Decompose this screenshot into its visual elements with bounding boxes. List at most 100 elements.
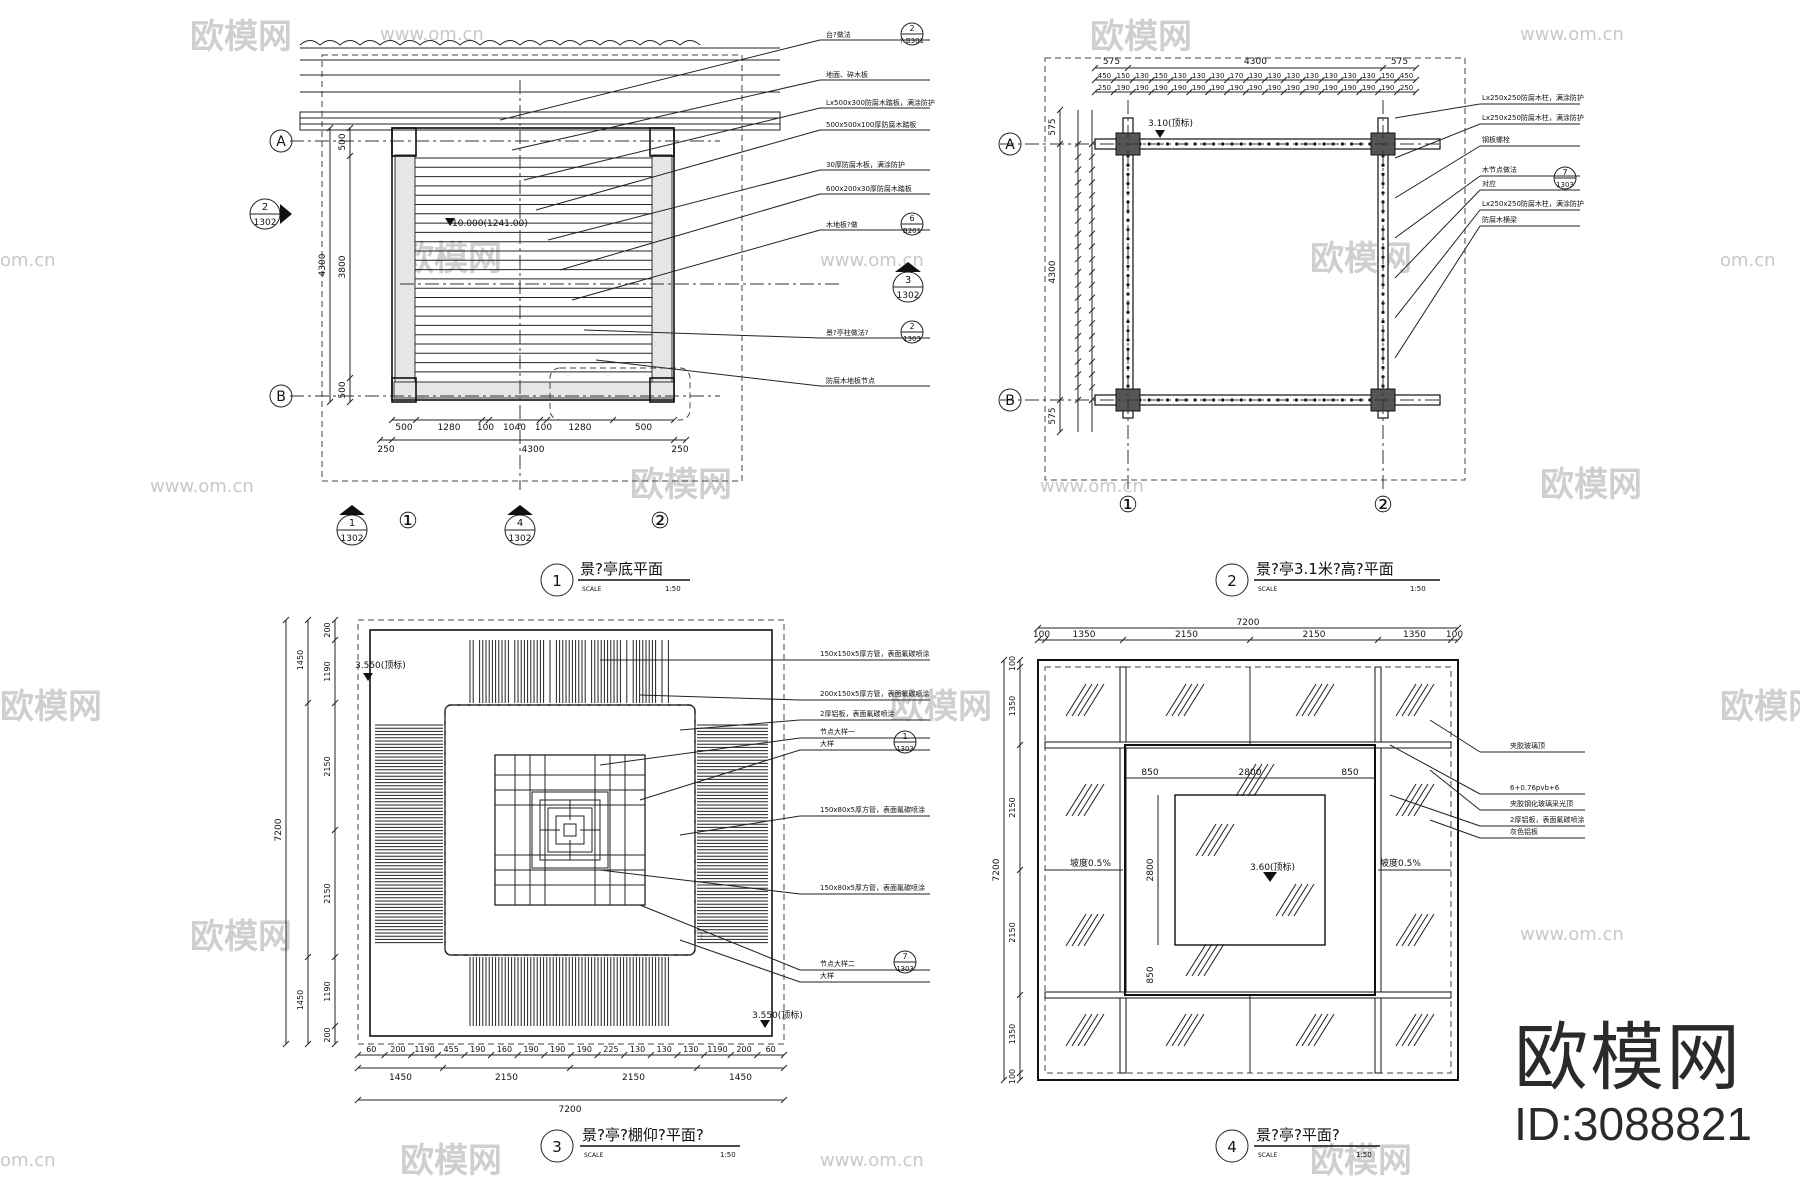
dim-tick <box>485 416 493 424</box>
view1-axis-1: ① <box>398 509 418 534</box>
view1-callout-left: 2 1302 <box>249 198 292 230</box>
glass-hatch <box>1401 783 1423 817</box>
view1-callout-bottom1: 1 1302 <box>336 505 368 546</box>
dim-value: 150 <box>1381 72 1394 80</box>
dim-tick <box>1074 179 1082 186</box>
dim-value: 130 <box>1211 72 1224 80</box>
dim-value: 190 <box>577 1045 592 1054</box>
dim-value: 2150 <box>495 1073 518 1083</box>
dim-tick <box>1412 88 1420 96</box>
view4-title: 景?亭?平面? <box>1256 1126 1340 1144</box>
glass-hatch <box>1295 683 1317 717</box>
glass-hatch <box>1401 913 1423 947</box>
dim-tick <box>1167 76 1174 84</box>
dim-tick <box>331 636 339 644</box>
bolt <box>1126 264 1130 268</box>
leader <box>679 939 801 983</box>
dim-tick <box>682 436 690 444</box>
leader <box>1394 123 1481 159</box>
dim-tick <box>1074 255 1082 263</box>
dim-tick <box>1074 383 1082 391</box>
dim-value: 4300 <box>522 445 545 455</box>
dim-tick <box>346 124 354 132</box>
dim-value: 1450 <box>729 1073 752 1083</box>
glass-hatch <box>1253 763 1275 797</box>
view2-labels: Lx250x250防腐木柱，满涂防护Lx250x250防腐木柱，满涂防护钢板螺栓… <box>1394 93 1584 359</box>
dim-tick <box>1148 76 1156 84</box>
bolt <box>1126 366 1130 370</box>
bolt <box>1126 191 1130 195</box>
dim-tick <box>1074 230 1082 237</box>
glass-hatch <box>1183 683 1205 717</box>
view3-elevation-1: 3.550(顶标) <box>355 659 406 671</box>
leader-label: 节点大样二 <box>820 959 855 968</box>
leader-label: Lx250x250防腐木柱，满涂防护 <box>1482 93 1584 102</box>
leader-label: 150x80x5厚方管，表面氟碳喷涂 <box>820 883 925 892</box>
leader <box>511 79 821 151</box>
dim-value: 1280 <box>569 423 592 433</box>
svg-text:3: 3 <box>905 275 911 286</box>
dim-tick <box>1088 191 1096 199</box>
leader <box>1394 225 1481 359</box>
dim-tick <box>1242 76 1250 84</box>
dim-tick <box>381 1051 388 1059</box>
glass-hatch <box>1071 1013 1093 1047</box>
view2-elevation: 3.10(顶标) <box>1148 117 1193 129</box>
glass-hatch <box>1077 683 1099 717</box>
dim-tick <box>727 1051 735 1059</box>
watermark-url: om.cn <box>0 250 56 271</box>
dim-value: 190 <box>1173 84 1186 92</box>
svg-text:1302: 1302 <box>897 291 920 301</box>
dim-tick <box>780 1096 788 1104</box>
dim-tick <box>754 1051 761 1059</box>
view3-slats <box>375 640 768 1026</box>
view1-callout-bottom2: 4 1302 <box>504 505 536 546</box>
view2-title: 景?亭3.1米?高?平面 <box>1256 560 1394 578</box>
dim-tick <box>388 436 396 444</box>
leader-label: 6+0.76pvb+6 <box>1510 784 1560 792</box>
bolt <box>1126 347 1130 351</box>
view2-axis-2: ② <box>1373 493 1393 518</box>
dim-tick <box>1088 345 1096 353</box>
glass-hatch <box>1413 683 1435 717</box>
dim-tick <box>1261 76 1269 84</box>
dim-tick <box>1088 396 1096 404</box>
glass-hatch <box>1065 913 1087 947</box>
dim-tick <box>1129 88 1137 96</box>
view4-elevation: 3.60(顶标) <box>1250 861 1295 873</box>
dim-tick <box>1074 371 1082 378</box>
dim-tick <box>1246 636 1254 644</box>
dim-value: 575 <box>1048 407 1058 424</box>
bolt <box>1166 142 1170 146</box>
dim-value: 7200 <box>992 858 1002 881</box>
leader <box>1394 189 1481 279</box>
dim-tick <box>1074 307 1082 314</box>
leader-label: 150x150x5厚方管，表面氟碳喷涂 <box>820 649 929 658</box>
leader <box>1429 719 1481 753</box>
dim-tick <box>1393 76 1401 84</box>
glass-hatch <box>1275 883 1297 917</box>
dim-value: 100 <box>1033 630 1050 640</box>
dim-tick <box>566 1064 574 1072</box>
dim-tick <box>1412 76 1420 84</box>
glass-hatch <box>1401 1013 1423 1047</box>
bolt <box>1147 142 1151 146</box>
dim-tick <box>1074 294 1082 301</box>
view4-glass-hatch <box>1065 683 1435 1047</box>
view3-scale-label: SCALE <box>584 1152 603 1159</box>
view1-axis-b: B <box>276 389 286 405</box>
dim-value: 130 <box>683 1045 698 1054</box>
glass-hatch <box>1401 683 1423 717</box>
dim-tick <box>1074 191 1082 199</box>
dim-tick <box>1074 345 1082 353</box>
leader-label: 150x80x5厚方管，表面氟碳喷涂 <box>820 805 925 814</box>
glass-hatch <box>1185 943 1207 977</box>
dim-value: 250 <box>1400 84 1413 92</box>
glass-hatch <box>1301 1013 1323 1047</box>
dim-tick <box>326 124 334 132</box>
dim-tick <box>331 699 339 707</box>
dim-tick <box>609 416 617 424</box>
bolt <box>1322 142 1326 146</box>
